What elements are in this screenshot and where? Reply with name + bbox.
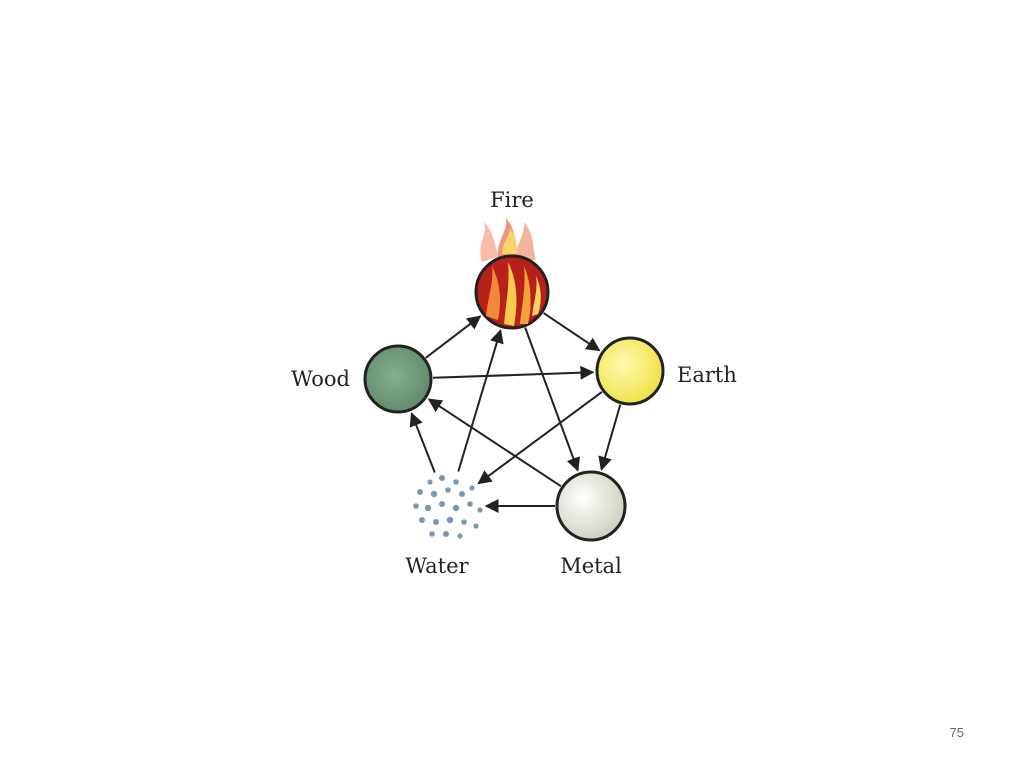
earth-node: Earth [595, 336, 737, 406]
arrow-generating-fire-to-earth [543, 312, 601, 352]
arrow-controlling-wood-to-earth [432, 365, 595, 380]
water-icon [413, 475, 483, 539]
page-number: 75 [949, 725, 964, 740]
fire-icon [474, 254, 550, 330]
flame-icon [480, 218, 536, 262]
arrow-controlling-metal-to-wood [427, 398, 562, 488]
fire-node: Fire [474, 188, 550, 330]
earth-icon [595, 336, 665, 406]
arrow-controlling-water-to-fire [457, 328, 504, 472]
water-node: Water [405, 475, 483, 578]
metal-node: Metal [555, 470, 627, 578]
five-elements-diagram: Fire Earth Metal Water [291, 188, 737, 578]
arrow-controlling-fire-to-metal [524, 327, 581, 472]
metal-label: Metal [560, 554, 622, 578]
fire-label: Fire [490, 188, 534, 212]
earth-label: Earth [677, 363, 737, 387]
water-label: Water [405, 554, 469, 578]
wood-node: Wood [291, 344, 433, 414]
cycle-arrows [409, 312, 622, 513]
arrow-generating-earth-to-metal [598, 404, 622, 471]
arrow-controlling-earth-to-water [477, 391, 603, 485]
arrow-generating-wood-to-fire [425, 315, 482, 359]
metal-icon [555, 470, 627, 542]
arrow-generating-water-to-wood [409, 412, 436, 473]
wood-label: Wood [291, 367, 350, 391]
wood-icon [363, 344, 433, 414]
